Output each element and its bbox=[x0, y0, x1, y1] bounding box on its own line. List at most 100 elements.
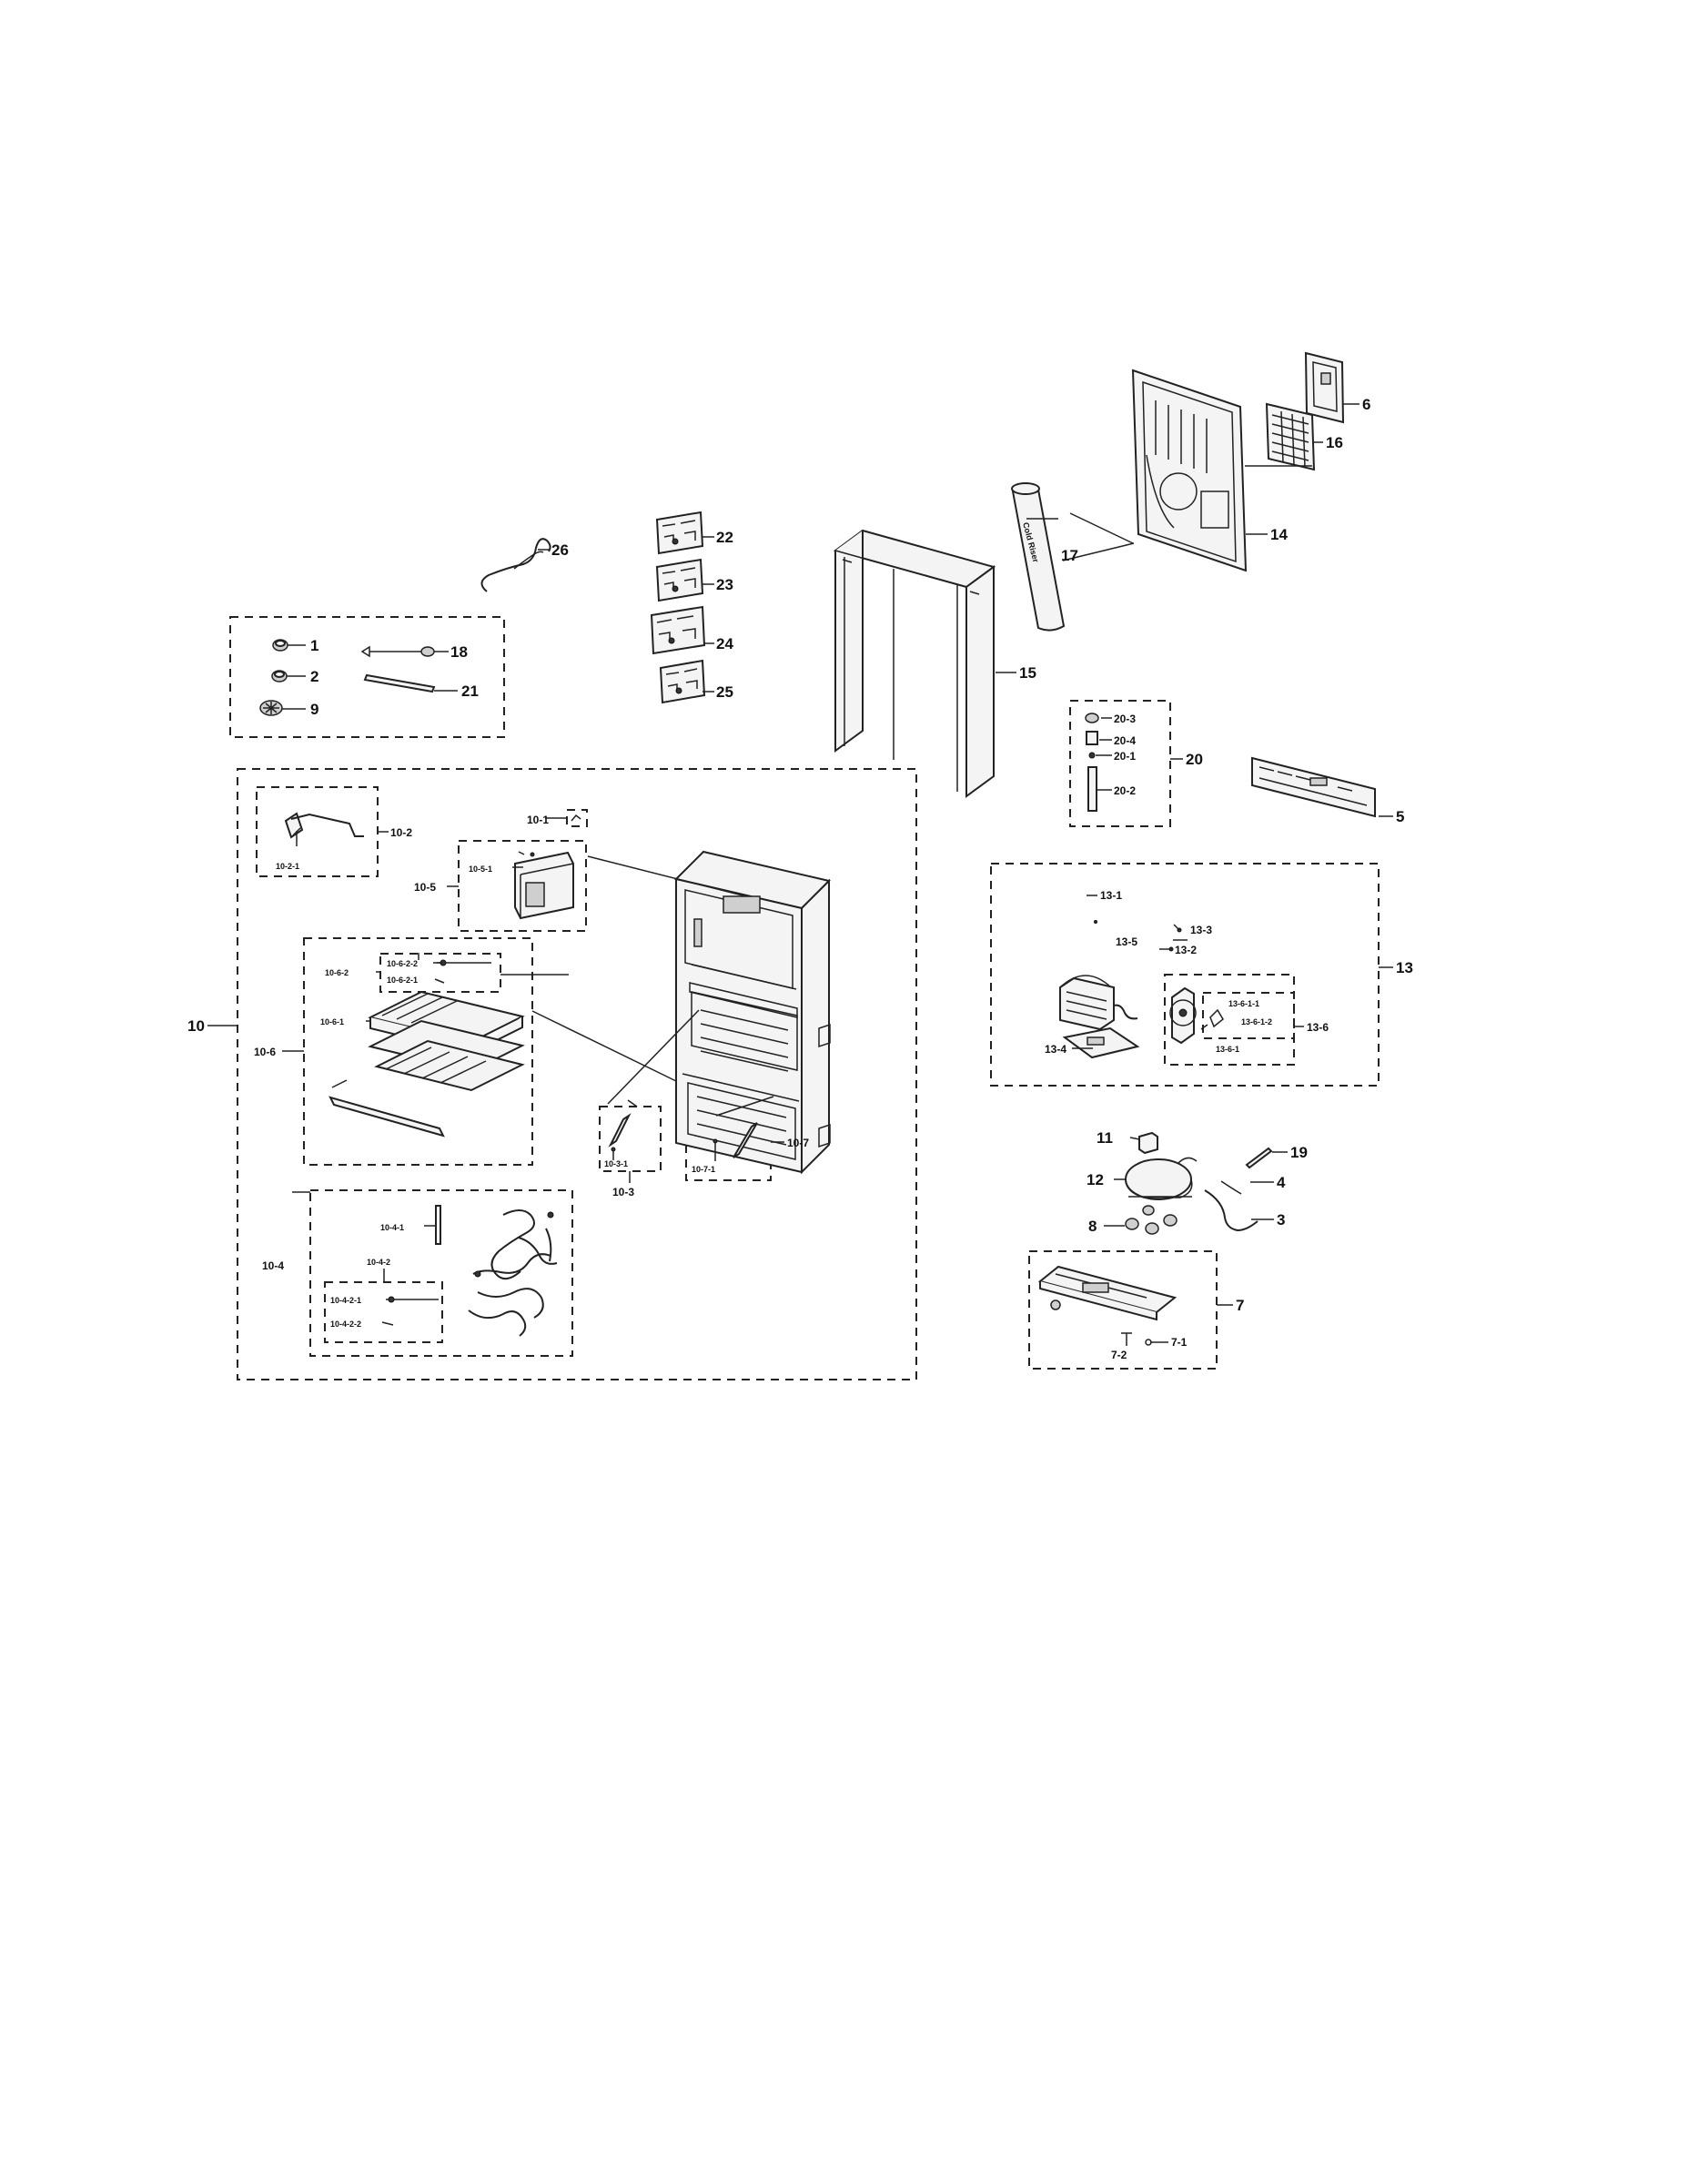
part-13-fan-assembly bbox=[1059, 895, 1224, 1059]
group-box-13-6-1 bbox=[1202, 992, 1295, 1039]
part-18-pin bbox=[360, 645, 435, 658]
leader-lines bbox=[207, 403, 1393, 1343]
group-box-10-1 bbox=[566, 809, 588, 827]
group-box-7 bbox=[1028, 1250, 1218, 1370]
callout-19: 19 bbox=[1290, 1144, 1308, 1161]
callout-10-3: 10-3 bbox=[612, 1186, 634, 1198]
part-14-back-panel bbox=[1131, 369, 1248, 572]
part-5-control-panel bbox=[1251, 756, 1376, 818]
small-leaders bbox=[366, 817, 1208, 1282]
part-10-4-harness bbox=[381, 1205, 558, 1337]
callout-13-1: 13-1 bbox=[1100, 889, 1122, 902]
part-2-bushing bbox=[271, 670, 288, 682]
callout-13-2: 13-2 bbox=[1175, 944, 1197, 956]
callout-10-4-2: 10-4-2 bbox=[367, 1258, 390, 1267]
callout-11: 11 bbox=[1097, 1129, 1113, 1147]
callout-10-4-2-2: 10-4-2-2 bbox=[330, 1320, 361, 1329]
callout-10-6: 10-6 bbox=[254, 1046, 276, 1058]
callout-10-3-1: 10-3-1 bbox=[604, 1159, 628, 1168]
part-10-6-shelf-assembly bbox=[329, 959, 525, 1138]
callout-4: 4 bbox=[1277, 1174, 1286, 1191]
callout-13-6: 13-6 bbox=[1307, 1021, 1329, 1034]
group-box-10-4 bbox=[309, 1189, 573, 1357]
callout-9: 9 bbox=[310, 701, 318, 718]
callout-14: 14 bbox=[1270, 526, 1288, 543]
callout-17: 17 bbox=[1061, 547, 1078, 564]
part-3-tube bbox=[1204, 1189, 1258, 1232]
group-box-10 bbox=[237, 768, 917, 1380]
callout-8: 8 bbox=[1088, 1218, 1097, 1235]
part-12-compressor bbox=[1125, 1157, 1198, 1200]
part-17-duct: Cold Riser bbox=[1011, 482, 1066, 632]
part-9-cap bbox=[259, 700, 283, 716]
callout-10-4-2-1: 10-4-2-1 bbox=[330, 1296, 361, 1305]
callout-13: 13 bbox=[1396, 959, 1413, 976]
callout-23: 23 bbox=[716, 576, 733, 593]
callout-15: 15 bbox=[1019, 664, 1036, 682]
part-10-1-clip bbox=[571, 814, 581, 822]
part-21-rod bbox=[363, 673, 436, 693]
callout-10-6-1: 10-6-1 bbox=[320, 1017, 344, 1026]
callout-10-6-2-2: 10-6-2-2 bbox=[387, 959, 418, 968]
callout-20-2: 20-2 bbox=[1114, 784, 1136, 797]
group-box-10-5 bbox=[458, 840, 587, 932]
callout-10-5-1: 10-5-1 bbox=[469, 864, 492, 874]
callout-3: 3 bbox=[1277, 1211, 1285, 1228]
callout-10-7: 10-7 bbox=[787, 1137, 809, 1149]
callout-12: 12 bbox=[1087, 1171, 1104, 1188]
callout-10-4-1: 10-4-1 bbox=[380, 1223, 404, 1232]
callout-13-6-1-1: 13-6-1-1 bbox=[1228, 999, 1259, 1008]
part-6-cover bbox=[1304, 351, 1345, 424]
callout-20-3: 20-3 bbox=[1114, 713, 1136, 725]
part-20-assembly bbox=[1085, 713, 1099, 812]
callout-13-6-1: 13-6-1 bbox=[1216, 1045, 1239, 1054]
group-box-10-6-2 bbox=[379, 953, 501, 993]
callout-16: 16 bbox=[1326, 434, 1343, 451]
callout-10-1: 10-1 bbox=[527, 814, 549, 826]
part-24-pcb bbox=[650, 605, 706, 655]
callout-20-1: 20-1 bbox=[1114, 750, 1136, 763]
part-23-pcb bbox=[655, 558, 704, 602]
part-10-5-1-guide bbox=[514, 851, 574, 920]
part-7-control-housing bbox=[1037, 1265, 1178, 1346]
callout-5: 5 bbox=[1396, 808, 1404, 825]
callout-6: 6 bbox=[1362, 396, 1370, 413]
part-1-bushing bbox=[272, 639, 288, 652]
group-box-13-6 bbox=[1164, 974, 1295, 1066]
part-22-pcb bbox=[655, 511, 704, 555]
part-10-7-hinge bbox=[713, 1122, 758, 1161]
callout-10-5: 10-5 bbox=[414, 881, 436, 894]
group-box-10-4-2 bbox=[324, 1281, 443, 1343]
callout-24: 24 bbox=[716, 635, 733, 652]
callout-26: 26 bbox=[551, 541, 569, 559]
callout-20: 20 bbox=[1186, 751, 1203, 768]
part-8-grommets bbox=[1125, 1205, 1178, 1235]
part-26-wire-harness bbox=[480, 538, 551, 592]
callout-21: 21 bbox=[461, 682, 479, 700]
part-16-grille bbox=[1265, 402, 1316, 471]
part-10-cabinet bbox=[674, 850, 831, 1175]
callout-10-7-1: 10-7-1 bbox=[692, 1165, 715, 1174]
callout-25: 25 bbox=[716, 683, 733, 701]
callout-2: 2 bbox=[310, 668, 318, 685]
callout-labels: 1 2 9 18 21 26 22 23 24 25 15 17 14 16 6… bbox=[187, 396, 1413, 1361]
callout-7: 7 bbox=[1236, 1297, 1244, 1314]
callout-13-4: 13-4 bbox=[1045, 1043, 1066, 1056]
group-box-10-6 bbox=[303, 937, 533, 1166]
part-15-case bbox=[833, 529, 996, 798]
group-box-hardware bbox=[229, 616, 505, 738]
part-19-tube bbox=[1245, 1147, 1273, 1169]
part-4-tube bbox=[1220, 1180, 1242, 1195]
part-25-pcb bbox=[659, 659, 706, 704]
callout-20-4: 20-4 bbox=[1114, 734, 1136, 747]
callout-13-5: 13-5 bbox=[1116, 935, 1137, 948]
callout-10-2-1: 10-2-1 bbox=[276, 862, 299, 871]
part-10-3-hinge bbox=[608, 1113, 632, 1160]
callout-1: 1 bbox=[310, 637, 318, 654]
callout-13-3: 13-3 bbox=[1190, 924, 1212, 936]
callout-10-4: 10-4 bbox=[262, 1259, 284, 1272]
callout-18: 18 bbox=[450, 643, 468, 661]
group-box-10-3 bbox=[599, 1106, 662, 1172]
group-box-13 bbox=[990, 863, 1380, 1087]
